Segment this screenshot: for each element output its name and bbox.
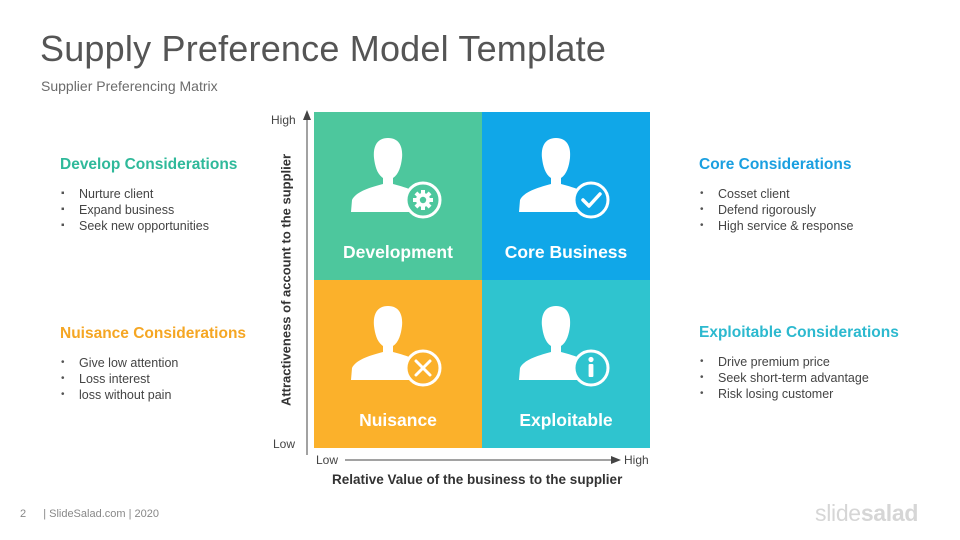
y-axis-low-label: Low	[273, 437, 296, 451]
list-item: • Seek short-term advantage	[699, 370, 899, 386]
exploitable-considerations-heading: Exploitable Considerations	[699, 324, 899, 341]
exploitable-considerations-panel: Exploitable Considerations • Drive premiu…	[699, 324, 899, 402]
check-icon	[581, 192, 602, 208]
exploitable-quadrant: Exploitable	[482, 280, 650, 448]
list-item: • Defend rigorously	[699, 202, 853, 218]
develop-considerations-panel: Develop Considerations ▪ Nurture client ▪…	[60, 156, 237, 234]
list-item-text: Nurture client	[79, 187, 154, 201]
list-item-text: Defend rigorously	[718, 203, 816, 217]
brand-logo-light: slide	[815, 500, 861, 526]
bullet-icon: •	[700, 388, 704, 399]
nuisance-considerations-list: • Give low attention • Loss interest • loss…	[60, 355, 246, 403]
list-item-text: loss without pain	[79, 388, 172, 402]
info-icon	[588, 356, 594, 377]
core-business-quadrant: Core Business	[482, 112, 650, 280]
core-considerations-panel: Core Considerations • Cosset client • Defe…	[699, 156, 853, 234]
list-item: ▪ Expand business	[60, 202, 237, 218]
nuisance-label: Nuisance	[359, 410, 437, 430]
list-item: • Risk losing customer	[699, 386, 899, 402]
bullet-icon: •	[61, 389, 65, 400]
footer-credit: | SlideSalad.com | 2020	[43, 508, 159, 520]
list-item-text: Risk losing customer	[718, 387, 834, 401]
list-item: • Drive premium price	[699, 354, 899, 370]
list-item: • Give low attention	[60, 355, 246, 371]
person-icon	[519, 138, 610, 219]
bullet-icon: •	[700, 356, 704, 367]
close-icon	[414, 359, 432, 377]
list-item: ▪ Nurture client	[60, 186, 237, 202]
develop-considerations-list: ▪ Nurture client ▪ Expand business ▪ Seek n…	[60, 186, 237, 234]
bullet-icon: •	[61, 357, 65, 368]
bullet-icon: •	[700, 372, 704, 383]
list-item-text: Expand business	[79, 203, 175, 217]
list-item: • Cosset client	[699, 186, 853, 202]
person-icon	[351, 138, 442, 219]
bullet-icon: ▪	[61, 204, 65, 215]
x-axis-low-label: Low	[316, 453, 339, 467]
core-considerations-heading: Core Considerations	[699, 156, 852, 173]
list-item-text: Seek new opportunities	[79, 219, 209, 233]
bullet-icon: •	[700, 204, 704, 215]
y-axis-arrow-icon	[303, 110, 311, 120]
person-icon	[519, 306, 610, 387]
x-axis-label: Relative Value of the business to the su…	[332, 472, 623, 487]
preference-matrix: Development Core Business Nuisance Explo…	[314, 112, 650, 448]
footer: 2 | SlideSalad.com | 2020	[20, 508, 159, 520]
list-item-text: High service & response	[718, 219, 854, 233]
page-number: 2	[20, 508, 27, 520]
brand-logo: slidesalad	[815, 500, 918, 527]
exploitable-label: Exploitable	[519, 410, 613, 430]
x-axis-arrow-icon	[611, 456, 621, 464]
y-axis-high-label: High	[271, 113, 296, 127]
development-label: Development	[343, 242, 453, 262]
list-item-text: Loss interest	[79, 372, 150, 386]
x-axis-high-label: High	[624, 453, 649, 467]
page-title: Supply Preference Model Template	[40, 28, 607, 69]
gear-icon	[413, 190, 433, 210]
list-item: • Loss interest	[60, 371, 246, 387]
list-item-text: Drive premium price	[718, 355, 830, 369]
core-considerations-list: • Cosset client • Defend rigorously • High …	[699, 186, 853, 234]
list-item-text: Seek short-term advantage	[718, 371, 869, 385]
core-business-label: Core Business	[504, 242, 628, 262]
y-axis-label-text: Attractiveness of account to the supplie…	[278, 153, 294, 407]
list-item: ▪ Seek new opportunities	[60, 218, 237, 234]
brand-logo-bold: salad	[860, 500, 919, 526]
page-subtitle: Supplier Preferencing Matrix	[41, 78, 218, 94]
list-item-text: Cosset client	[718, 187, 790, 201]
exploitable-considerations-list: • Drive premium price • Seek short-term ad…	[699, 354, 899, 402]
list-item: • loss without pain	[60, 387, 246, 403]
bullet-icon: •	[61, 373, 65, 384]
person-icon	[351, 306, 442, 387]
list-item: • High service & response	[699, 218, 853, 234]
list-item-text: Give low attention	[79, 356, 179, 370]
nuisance-quadrant: Nuisance	[314, 280, 482, 448]
bullet-icon: •	[700, 220, 704, 231]
bullet-icon: •	[700, 188, 704, 199]
bullet-icon: ▪	[61, 188, 65, 199]
nuisance-considerations-heading: Nuisance Considerations	[60, 325, 247, 342]
bullet-icon: ▪	[61, 220, 65, 231]
nuisance-considerations-panel: Nuisance Considerations • Give low attent…	[60, 325, 246, 403]
development-quadrant: Development	[314, 112, 482, 280]
develop-considerations-heading: Develop Considerations	[60, 156, 238, 173]
